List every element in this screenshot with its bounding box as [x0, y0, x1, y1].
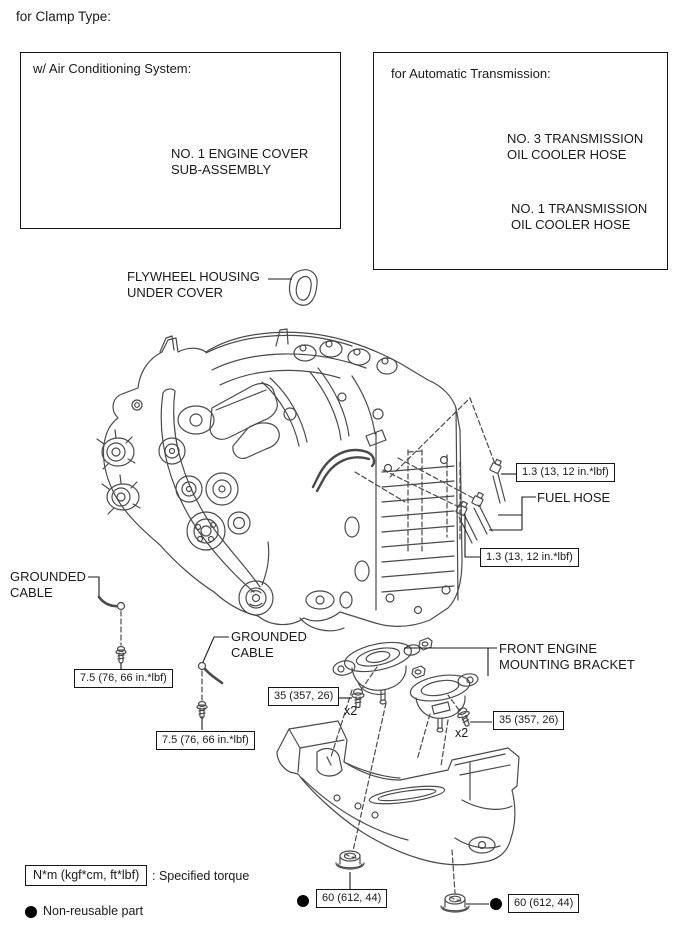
label-fuel-hose: FUEL HOSE	[537, 490, 611, 505]
grounded-cable-left-art	[97, 595, 127, 664]
torque-member-nut-right: 60 (612, 44)	[508, 894, 580, 914]
legend-torque-caption: : Specified torque	[152, 869, 250, 883]
label-grounded-cable-mid: GROUNDED CABLE	[231, 629, 307, 660]
crossmember-art	[276, 720, 520, 866]
torque-fuel-hose-lower: 1.3 (13, 12 in.*lbf)	[480, 548, 579, 568]
torque-grounded-cable-left: 7.5 (76, 66 in.*lbf)	[74, 669, 173, 689]
engine-mounts-art	[332, 637, 479, 733]
engine-art	[96, 328, 463, 632]
torque-member-nut-left: 60 (612, 44)	[316, 889, 388, 909]
torque-mount-bolt-right: 35 (357, 26)	[493, 711, 565, 731]
torque-fuel-hose-upper: 1.3 (13, 12 in.*lbf)	[516, 463, 615, 483]
label-engine-cover: NO. 1 ENGINE COVER SUB-ASSEMBLY	[171, 146, 309, 177]
panel-air-conditioning	[20, 52, 341, 229]
member-nuts-art	[335, 850, 470, 913]
panel-automatic-transmission-title: for Automatic Transmission:	[391, 66, 551, 81]
label-no3-oil-cooler-hose: NO. 3 TRANSMISSION OIL COOLER HOSE	[507, 131, 644, 162]
legend-torque-unit-box: N*m (kgf*cm, ft*lbf)	[25, 865, 148, 886]
label-no1-oil-cooler-hose: NO. 1 TRANSMISSION OIL COOLER HOSE	[511, 201, 648, 232]
torque-mount-bolt-left: 35 (357, 26)	[268, 687, 340, 707]
torque-grounded-cable-mid: 7.5 (76, 66 in.*lbf)	[156, 731, 255, 751]
panel-air-conditioning-title: w/ Air Conditioning System:	[33, 61, 192, 76]
label-front-engine-mounting-bracket: FRONT ENGINE MOUNTING BRACKET	[499, 641, 635, 672]
legend-non-reusable: Non-reusable part	[43, 904, 144, 918]
label-flywheel-cover: FLYWHEEL HOUSING UNDER COVER	[127, 269, 260, 300]
flywheel-cover-art	[288, 269, 318, 306]
label-x2-left: x2	[344, 704, 358, 718]
label-x2-right: x2	[455, 726, 469, 740]
panel-automatic-transmission	[373, 52, 668, 270]
page-title: for Clamp Type:	[16, 9, 112, 24]
grounded-cable-mid-art	[196, 661, 224, 719]
legend-non-reusable-dot	[25, 906, 37, 918]
label-grounded-cable-left: GROUNDED CABLE	[10, 569, 86, 600]
non-reusable-dot-left	[297, 895, 309, 907]
hidden-dashed-lines	[120, 397, 496, 894]
mount-bolts-art	[351, 688, 470, 727]
non-reusable-dot-right	[490, 898, 502, 910]
